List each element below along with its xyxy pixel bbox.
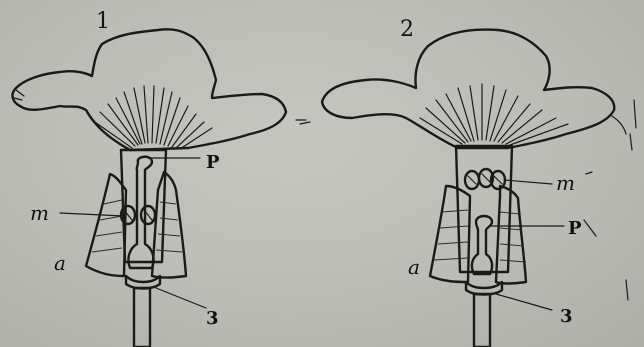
flower-2-leaders bbox=[490, 172, 596, 310]
scan-marks bbox=[626, 100, 636, 300]
flower-1-label-ovary: 3 bbox=[206, 308, 219, 329]
flower-1-petal-veins bbox=[92, 86, 212, 149]
flower-2-corolla bbox=[296, 30, 626, 148]
flower-1-leaders bbox=[60, 158, 206, 308]
flower-2-petal-veins bbox=[420, 84, 568, 145]
flower-2-label-stamens: m bbox=[556, 171, 575, 195]
flower-2-label-calyx: a bbox=[408, 255, 420, 279]
flower-2-pistil bbox=[472, 216, 492, 274]
flower-1-stalk bbox=[126, 276, 160, 347]
figure-2-number: 2 bbox=[400, 17, 414, 42]
flower-1-label-pistil: P bbox=[206, 152, 220, 173]
figure-1-number: 1 bbox=[96, 9, 110, 34]
flower-2-stalk bbox=[466, 282, 502, 347]
flower-2-label-ovary: 3 bbox=[560, 306, 573, 327]
flower-1 bbox=[13, 29, 286, 347]
flower-2-label-pistil: P bbox=[568, 218, 582, 239]
figure-labels: 1 P m a 3 2 P m a 3 bbox=[30, 9, 582, 329]
flower-1-label-calyx: a bbox=[54, 251, 66, 275]
flower-2-corolla-tube bbox=[456, 146, 512, 272]
flower-1-corolla bbox=[13, 29, 286, 150]
flower-1-label-stamens: m bbox=[30, 201, 49, 225]
flower-2 bbox=[296, 30, 626, 347]
